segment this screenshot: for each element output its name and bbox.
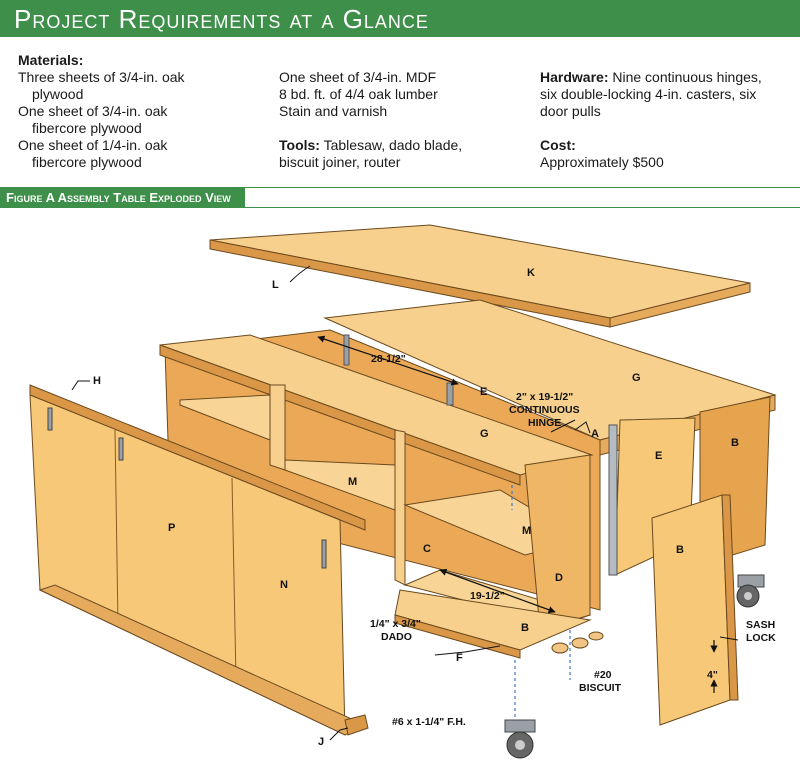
part-label-e: E [480,386,487,398]
materials-heading: Materials [18,52,79,68]
biscuit-shape [571,637,589,649]
depth-dimension-line [439,568,556,614]
hardware-line: door pulls [540,103,601,119]
hardware-line: Nine continuous hinges, [612,69,762,85]
materials-line: fibercore plywood [32,120,142,136]
title-bar: Project Requirements at a Glance [0,0,800,37]
part-label-m: M [348,476,357,488]
side-panel-b [651,494,739,726]
biscuit-shape [588,631,604,641]
front-doors [29,384,369,736]
biscuit-shape [551,642,569,654]
part-label-a: A [591,428,599,440]
materials-tools-column: One sheet of 3/4-in. MDF 8 bd. ft. of 4/… [279,69,519,171]
depth-dimension-label: 19-1/2" [470,590,505,602]
cabinet-box [159,329,601,659]
part-label-h: H [93,375,101,387]
part-label-e: E [655,450,662,462]
materials-line: One sheet of 3/4-in. oak [18,103,168,119]
tools-line: Tablesaw, dado blade, [323,137,463,153]
hardware-heading: Hardware [540,69,604,85]
part-label-g: G [632,372,641,384]
part-label-g: G [480,428,489,440]
exploded-view-diagram: K L H G G E E A B B B M M C D P N F J 28… [29,224,777,759]
dado-callout: 1/4" x 3/4" [370,618,421,630]
sash-lock-callout: SASH [746,619,775,631]
page-title: Project Requirements at a Glance [14,4,429,34]
part-label-j: J [318,736,324,748]
part-label-c: C [423,543,431,555]
part-label-l: L [272,279,279,291]
tools-heading: Tools [279,137,316,153]
hardware-cost-column: Hardware: Nine continuous hinges, six do… [540,69,795,171]
part-label-p: P [168,522,175,534]
part-label-k: K [527,267,535,279]
materials-line: plywood [32,86,84,102]
materials-line: Stain and varnish [279,103,388,119]
hardware-line: six double-locking 4-in. casters, six [540,86,757,102]
tools-line: biscuit joiner, router [279,154,401,170]
part-label-f: F [456,652,463,664]
materials-line: One sheet of 1/4-in. oak [18,137,168,153]
sash-lock-callout: LOCK [746,632,776,644]
cost-heading: Cost [540,137,572,153]
hinge-callout: 2" x 19-1/2" [516,391,573,403]
caster-height-label: 4" [707,669,718,681]
biscuit-callout: #20 [594,669,612,681]
materials-line: fibercore plywood [32,154,142,170]
cost-value: Approximately $500 [540,154,664,170]
part-label-m: M [522,525,531,537]
panel-divider [0,187,800,188]
requirements-panel: Materials: Three sheets of 3/4-in. oak p… [0,37,800,188]
hinge-callout: CONTINUOUS [509,404,580,416]
materials-column: Materials: Three sheets of 3/4-in. oak p… [18,52,268,171]
dado-callout: DADO [381,631,412,643]
part-label-n: N [280,579,288,591]
caster-right [736,574,765,608]
materials-line: Three sheets of 3/4-in. oak [18,69,185,85]
leader-lines [71,265,739,741]
top-panel-k [209,224,751,328]
part-label-d: D [555,572,563,584]
width-dimension-label: 28-1/2" [371,353,406,365]
part-label-b: B [731,437,739,449]
hinge-callout: HINGE [528,417,561,429]
figure-label: Figure A Assembly Table Exploded View [0,188,245,208]
caster-front [504,660,536,759]
part-label-b: B [521,622,529,634]
width-dimension-line [317,335,459,386]
part-label-b: B [676,544,684,556]
figure-rule [0,207,800,208]
materials-line: One sheet of 3/4-in. MDF [279,69,437,85]
screw-callout: #6 x 1-1/4" F.H. [392,716,466,728]
materials-line: 8 bd. ft. of 4/4 oak lumber [279,86,438,102]
biscuit-callout: BISCUIT [579,682,622,694]
